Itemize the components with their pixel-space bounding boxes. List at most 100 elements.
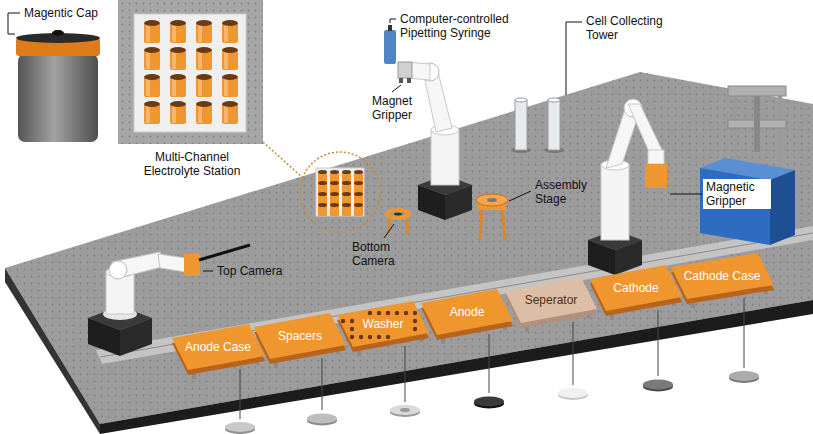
- callout-label: Multi-Channel Electrolyte Station: [132, 150, 252, 178]
- table-part: [5, 268, 100, 434]
- tray-top: [505, 277, 597, 323]
- tray-hole: [377, 335, 381, 339]
- leader-line-part: [8, 13, 20, 34]
- inset-photo-part: [196, 20, 212, 43]
- vial-icon-part: [18, 54, 98, 142]
- robot-arm-part: [398, 62, 412, 78]
- tray-hole: [377, 311, 381, 315]
- inset-photo: [118, 0, 263, 144]
- electrolyte-station-part: [354, 203, 363, 216]
- inset-photo-part: [118, 0, 263, 144]
- robot-arm-part: [601, 165, 629, 240]
- electrolyte-station-part: [300, 152, 380, 232]
- leader-line-part: [390, 19, 396, 23]
- robot-arm-part: [109, 261, 127, 279]
- bottom-camera-part: [387, 210, 409, 218]
- robot-arm-part: [384, 30, 396, 64]
- component-tray: Washer: [337, 301, 429, 347]
- callout-label: Magnet Gripper: [372, 94, 422, 122]
- crimping-press-part: [700, 168, 770, 245]
- tray-hole: [350, 319, 354, 323]
- tray-label: Anode: [450, 305, 485, 319]
- tray-label: Anode Case: [185, 340, 251, 354]
- vial-icon-part: [55, 30, 61, 34]
- robot-arm-part: [158, 254, 186, 272]
- robot-arm-part: [120, 318, 152, 356]
- robot-arm-part: [588, 240, 615, 275]
- callout-label: Bottom Camera: [352, 240, 404, 268]
- inset-photo-part: [222, 74, 238, 97]
- cell-collecting-tower-part: [515, 100, 527, 150]
- vial-icon-part: [52, 30, 64, 36]
- callout-label: Computer-controlled Pipetting Syringe: [400, 12, 530, 40]
- cell-collecting-tower: [511, 98, 564, 153]
- leader-line: [8, 13, 702, 271]
- leader-line-part: [203, 271, 213, 272]
- robot-arm: [588, 99, 667, 275]
- component-disc-part: [474, 397, 504, 407]
- inset-photo-part: [170, 47, 186, 70]
- cell-collecting-tower-part: [548, 100, 560, 150]
- tray-label: Cathode Case: [684, 269, 761, 283]
- inset-photo-part: [144, 47, 160, 70]
- component-tray: Cathode: [590, 265, 682, 311]
- rail-part: [96, 226, 813, 364]
- component-disc-part: [307, 414, 337, 424]
- component-tray: Seperator: [505, 277, 597, 323]
- assembly-stage-part: [476, 194, 508, 206]
- callout-label: Top Camera: [217, 264, 282, 278]
- tray-hole: [341, 319, 345, 323]
- robot-arm-part: [399, 78, 403, 83]
- component-disc-part: [573, 322, 574, 385]
- inset-photo-part: [196, 74, 212, 97]
- electrolyte-station-part: [316, 168, 364, 216]
- component-disc-part: [489, 334, 490, 393]
- tray-top: [421, 289, 513, 335]
- leader-line-part: [384, 224, 394, 238]
- tray-label: Washer: [363, 317, 404, 331]
- component-tray: Cathode Case: [671, 253, 774, 299]
- tray-hole: [368, 335, 372, 339]
- robot-arm-part: [645, 164, 667, 188]
- robot-arm-part: [418, 185, 445, 220]
- robot-arm-part: [388, 25, 392, 31]
- inset-photo-part: [170, 101, 186, 124]
- inset-photo-part: [134, 14, 246, 132]
- component-tray: Spacers: [254, 313, 346, 359]
- tray-label: Cathode: [613, 281, 658, 295]
- inset-photo-part: [222, 101, 238, 124]
- leader-line-part: [566, 22, 582, 95]
- component-disc-part: [240, 369, 241, 419]
- cell-collecting-tower-part: [548, 98, 560, 102]
- robot-arm-part: [199, 245, 250, 260]
- component-disc-part: [558, 388, 588, 398]
- tray-hole: [368, 311, 372, 315]
- tray-label: Seperator: [525, 293, 578, 307]
- electrolyte-station-part: [330, 203, 339, 216]
- cell-collecting-tower-part: [515, 98, 527, 102]
- component-disc-part: [643, 380, 673, 390]
- tray-top: [590, 265, 682, 311]
- inset-photo-part: [222, 20, 238, 43]
- inset-photo-part: [170, 74, 186, 97]
- inset-photo-part: [170, 20, 186, 43]
- tray-hole: [413, 327, 417, 331]
- component-disc-part: [405, 346, 406, 402]
- robot-arm-part: [184, 254, 200, 276]
- callout-label: Magentic Cap: [24, 6, 98, 20]
- crimping-press: [700, 86, 795, 245]
- crimping-press-part: [754, 96, 760, 152]
- assembly-stage-part: [480, 208, 482, 240]
- tray-hole: [413, 311, 417, 315]
- tray-hole: [386, 335, 390, 339]
- tray-top: [337, 301, 429, 347]
- robot-arm-part: [648, 150, 664, 164]
- robot-arm-part: [628, 104, 662, 154]
- component-tray: Anode: [421, 289, 513, 335]
- tray-top: [172, 324, 265, 370]
- tray-top: [671, 253, 774, 299]
- inset-photo-part: [144, 20, 160, 43]
- crimping-press-part: [778, 90, 782, 170]
- assembly-stage-part: [502, 208, 505, 240]
